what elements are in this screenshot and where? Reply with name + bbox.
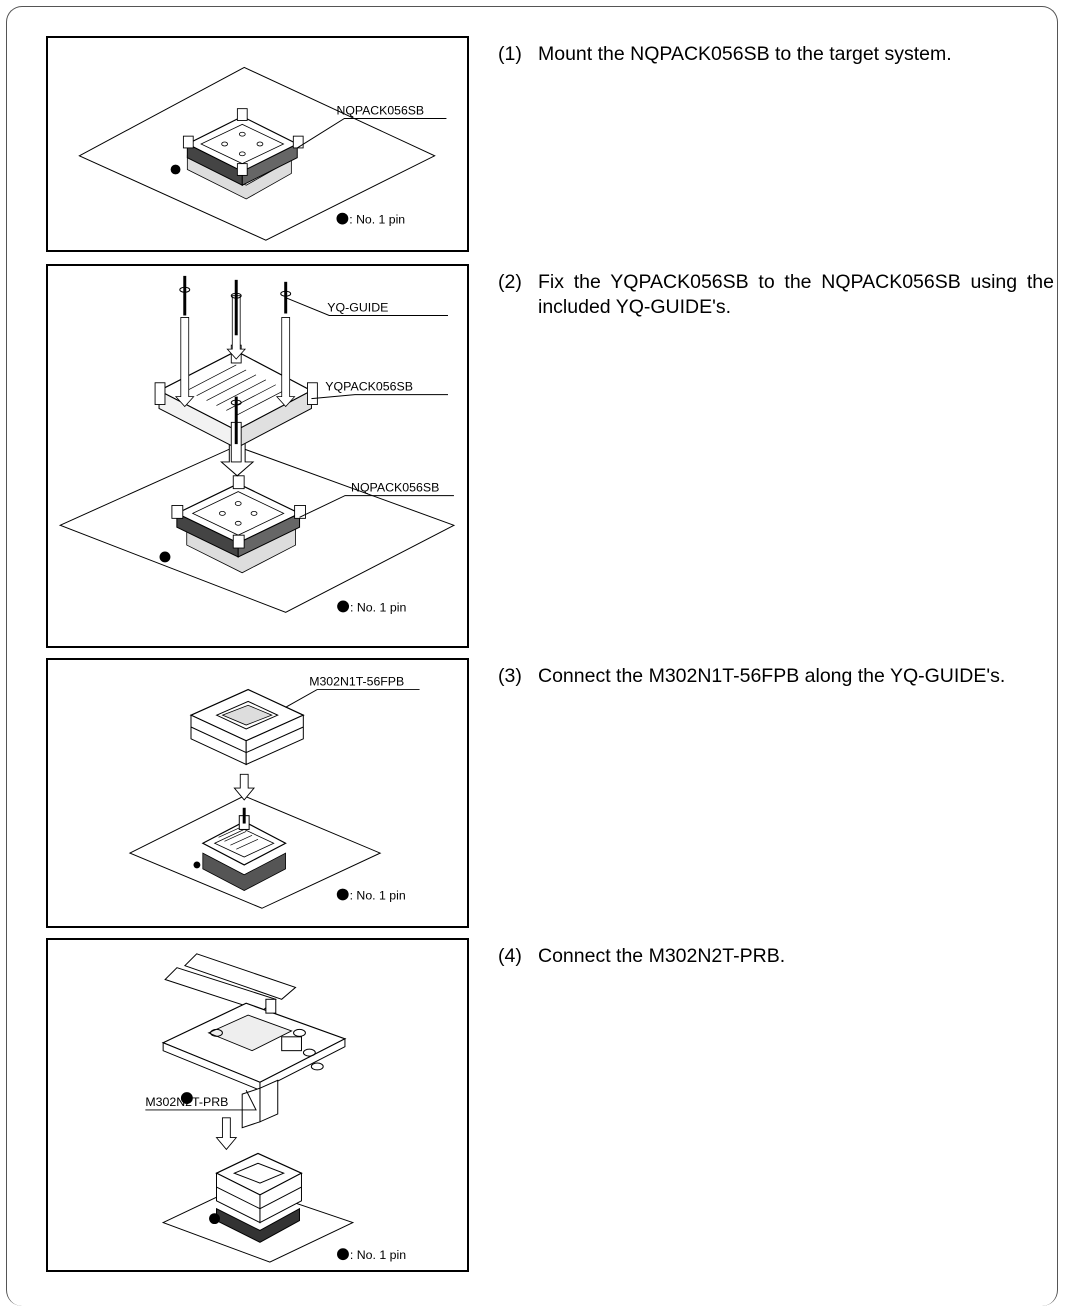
figure-1-drawing: NQPACK056SB : No. 1 pin xyxy=(78,66,447,241)
figure-2: YQ-GUIDE YQPACK056SB NQPACK056SB : No. 1… xyxy=(46,264,469,648)
pin-note: : No. 1 pin xyxy=(349,213,405,227)
page-frame xyxy=(6,6,1058,1306)
pin-note: : No. 1 pin xyxy=(350,1248,406,1262)
step-number: (1) xyxy=(498,43,522,65)
pin1-marker-probe xyxy=(180,1092,193,1105)
pin1-legend-dot xyxy=(336,888,349,901)
label-nqpack: NQPACK056SB xyxy=(337,104,425,118)
figure-4-drawing: M302N2T-PRB : No. 1 pin xyxy=(145,953,406,1263)
step-number: (3) xyxy=(498,665,522,687)
pin1-marker xyxy=(193,861,201,869)
step-text: Mount the NQPACK056SB to the target syst… xyxy=(538,43,952,65)
pin1-legend-dot xyxy=(337,1248,349,1261)
pin1-legend-dot xyxy=(337,600,350,613)
pin-note: : No. 1 pin xyxy=(350,600,406,614)
step-text: Fix the YQPACK056SB to the NQPACK056SB u… xyxy=(538,271,1054,318)
step-4: (4) Connect the M302N2T-PRB. xyxy=(498,944,1054,969)
figure-1: NQPACK056SB : No. 1 pin xyxy=(46,36,469,252)
step-3: (3) Connect the M302N1T-56FPB along the … xyxy=(498,664,1054,689)
step-number: (2) xyxy=(498,271,522,293)
figure-3-drawing: M302N1T-56FPB : No. 1 pin xyxy=(128,675,420,909)
figure-4: M302N2T-PRB : No. 1 pin xyxy=(46,938,469,1272)
pin1-marker xyxy=(159,551,171,563)
label-nqpack: NQPACK056SB xyxy=(351,481,439,495)
label-yqpack: YQPACK056SB xyxy=(325,380,413,394)
pin1-legend-dot xyxy=(336,212,349,225)
label-guide: YQ-GUIDE xyxy=(327,301,388,315)
step-number: (4) xyxy=(498,945,522,967)
pin1-marker xyxy=(170,164,181,175)
step-text: Connect the M302N1T-56FPB along the YQ-G… xyxy=(538,665,1006,687)
pin1-marker xyxy=(209,1213,220,1225)
step-text: Connect the M302N2T-PRB. xyxy=(538,945,786,967)
label-probe: M302N1T-56FPB xyxy=(309,675,404,689)
step-1: (1) Mount the NQPACK056SB to the target … xyxy=(498,42,1054,67)
figure-2-drawing: YQ-GUIDE YQPACK056SB NQPACK056SB : No. 1… xyxy=(58,275,456,614)
step-2: (2) Fix the YQPACK056SB to the NQPACK056… xyxy=(498,270,1054,320)
pin-note: : No. 1 pin xyxy=(350,888,406,902)
figure-3: M302N1T-56FPB : No. 1 pin xyxy=(46,658,469,928)
